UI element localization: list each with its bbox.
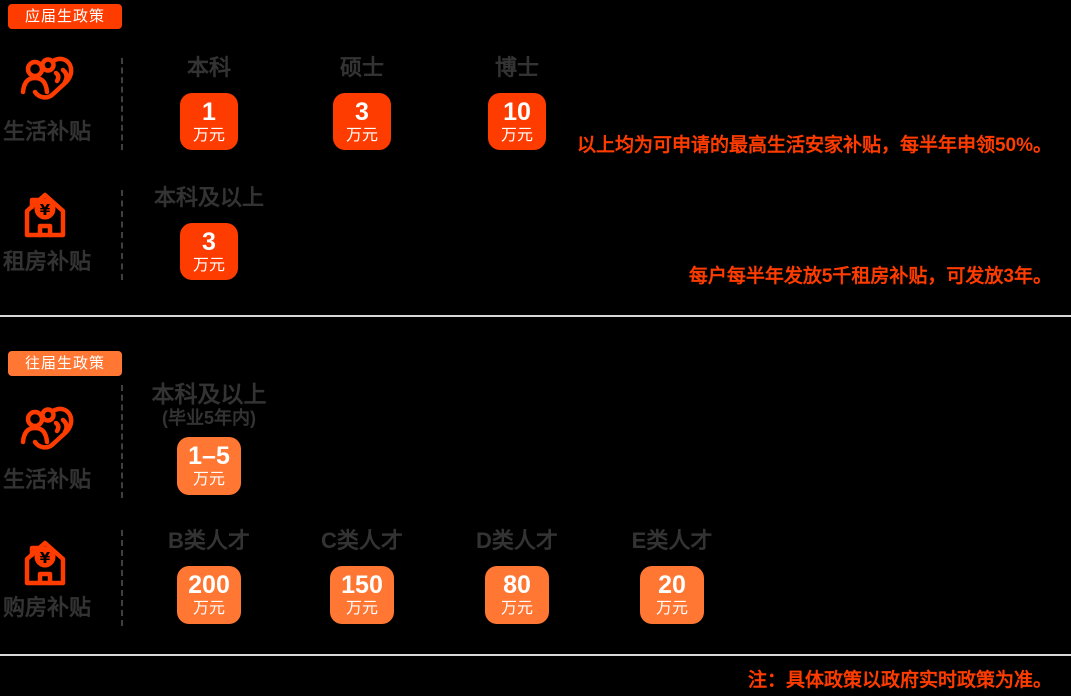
rent-subsidy-note: 每户每半年发放5千租房补贴，可发放3年。 — [688, 266, 1052, 287]
column-dashed-divider — [121, 190, 123, 280]
footer-divider — [0, 654, 1071, 656]
svg-text:¥: ¥ — [40, 201, 51, 219]
talent-column: B类人才 200 万元 — [149, 529, 269, 624]
talent-column: D类人才 80 万元 — [457, 529, 577, 624]
subsidy-value-box: 20 万元 — [640, 566, 704, 624]
house-purchase-subsidy-label: 购房补贴 — [2, 595, 91, 620]
talent-column: C类人才 150 万元 — [302, 529, 422, 624]
degree-column: 本科及以上 3 万元 — [149, 186, 269, 280]
talent-column: E类人才 20 万元 — [612, 529, 732, 624]
column-dashed-divider — [121, 58, 123, 150]
subsidy-value-box: 150 万元 — [330, 566, 394, 624]
footer-disclaimer: 注：具体政策以政府实时政策为准。 — [747, 670, 1052, 691]
degree-header: 本科及以上 — [153, 185, 264, 210]
degree-column: 硕士 3 万元 — [302, 56, 422, 150]
subsidy-value-box: 80 万元 — [485, 566, 549, 624]
subsidy-value-box: 3 万元 — [180, 223, 238, 280]
column-dashed-divider — [121, 530, 123, 626]
subsidy-value-box: 200 万元 — [177, 566, 241, 624]
talent-header: C类人才 — [321, 528, 403, 553]
svg-text:¥: ¥ — [40, 549, 51, 567]
degree-column: 博士 10 万元 — [457, 56, 577, 150]
degree-header: 本科 — [186, 55, 231, 80]
degree-subheader: (毕业5年内) — [162, 408, 256, 428]
column-dashed-divider — [121, 385, 123, 498]
subsidy-value-box: 10 万元 — [488, 93, 546, 150]
degree-header: 硕士 — [339, 55, 384, 80]
subsidy-value-box: 1–5 万元 — [177, 437, 241, 495]
subsidy-value-box: 1 万元 — [180, 93, 238, 150]
talent-header: B类人才 — [168, 528, 250, 553]
house-yuan-icon: ¥ — [21, 188, 69, 240]
living-subsidy-note: 以上均为可申请的最高生活安家补贴，每半年申领50%。 — [576, 135, 1052, 156]
previous-graduate-policy-badge: 往届生政策 — [8, 351, 123, 376]
degree-column: 本科 1 万元 — [149, 56, 269, 150]
living-subsidy-label: 生活补贴 — [2, 467, 91, 492]
rent-subsidy-label: 租房补贴 — [2, 249, 91, 274]
talent-header: D类人才 — [476, 528, 558, 553]
care-heart-people-icon — [20, 56, 76, 106]
section-divider — [0, 315, 1071, 317]
talent-header: E类人才 — [631, 528, 713, 553]
degree-column: 本科及以上 (毕业5年内) 1–5 万元 — [146, 382, 272, 495]
subsidy-value-box: 3 万元 — [333, 93, 391, 150]
degree-header: 本科及以上 — [151, 381, 267, 407]
fresh-graduate-policy-badge: 应届生政策 — [8, 4, 123, 29]
degree-header: 博士 — [494, 55, 539, 80]
living-subsidy-label: 生活补贴 — [2, 119, 91, 144]
care-heart-people-icon — [20, 406, 76, 456]
house-yuan-icon: ¥ — [21, 536, 69, 588]
